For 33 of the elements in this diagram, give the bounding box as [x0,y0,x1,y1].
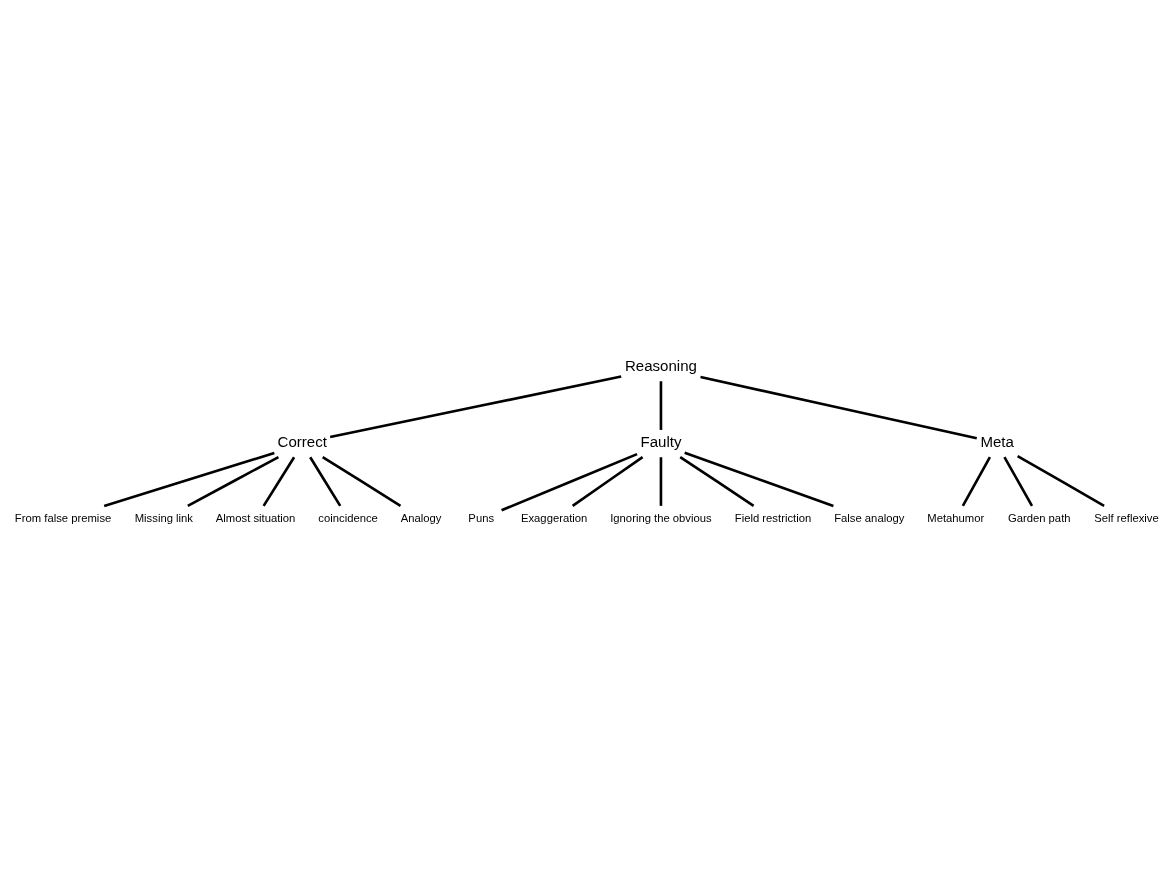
node-text: Puns [468,511,495,524]
node-text: Missing link [134,511,193,524]
node-text: Exaggeration [520,511,588,524]
node-text: Metahumor [927,511,985,524]
node-text: Self reflexive [1094,511,1159,524]
connector [321,455,402,507]
connector [103,451,275,507]
node-text: False analogy [834,511,905,524]
node-text: Correct [277,432,327,450]
connector [700,375,978,440]
node-text: Analogy [400,511,442,524]
connector [309,456,342,507]
connector [1003,456,1034,507]
node-text: Field restriction [734,511,812,524]
node-text: From false premise [14,511,112,524]
connector [684,451,834,507]
node-text: Garden path [1007,511,1071,524]
connector [329,374,622,438]
node-text: Almost situation [215,511,296,524]
connector [1016,454,1105,507]
node-text: coincidence [318,511,378,524]
connector [659,456,663,506]
connector [262,456,296,507]
node-text: Faulty [640,432,682,450]
connector [501,452,638,511]
node-text: Reasoning [625,356,697,374]
node-text: Ignoring the obvious [610,511,712,524]
connector [961,456,992,506]
connector [679,455,755,507]
connector [571,455,644,507]
node-text: Meta [980,432,1014,450]
connector [187,455,280,507]
connector [659,380,663,430]
